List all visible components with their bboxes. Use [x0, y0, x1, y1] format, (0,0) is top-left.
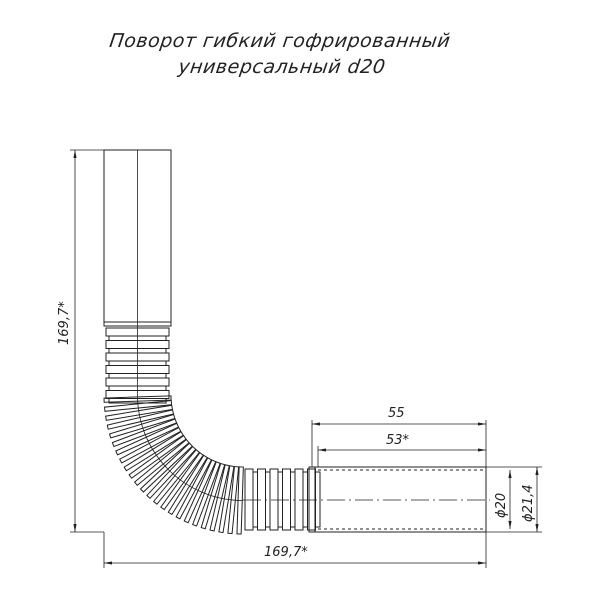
corrugation-rib: [308, 466, 316, 533]
corrugation-rib: [252, 471, 258, 528]
corrugation-rib: [265, 471, 271, 528]
horizontal-sleeve: [314, 466, 487, 533]
outer-diameter-label: ϕ21,4: [521, 484, 536, 522]
sleeve-inner-length-label: 53*: [386, 433, 410, 448]
corrugation-rib: [277, 471, 283, 528]
corrugation-rib: [294, 468, 304, 531]
inner-diameter-label: ϕ20: [494, 493, 509, 518]
corrugation-rib: [244, 468, 254, 531]
corrugation-rib: [257, 468, 266, 531]
corrugation-rib: [315, 471, 321, 528]
corrugation-rib: [302, 471, 308, 528]
corrugation-rib: [269, 468, 279, 531]
height-dimension-label: 169,7*: [57, 301, 72, 345]
corrugation-rib: [282, 468, 291, 531]
corrugation-rib: [290, 471, 296, 528]
centerline-bend: [137, 394, 244, 501]
width-dimension-label: 169,7*: [264, 545, 308, 560]
sleeve-length-label: 55: [388, 406, 405, 421]
extension-lines: [70, 149, 542, 568]
corrugated-section: [103, 321, 321, 535]
